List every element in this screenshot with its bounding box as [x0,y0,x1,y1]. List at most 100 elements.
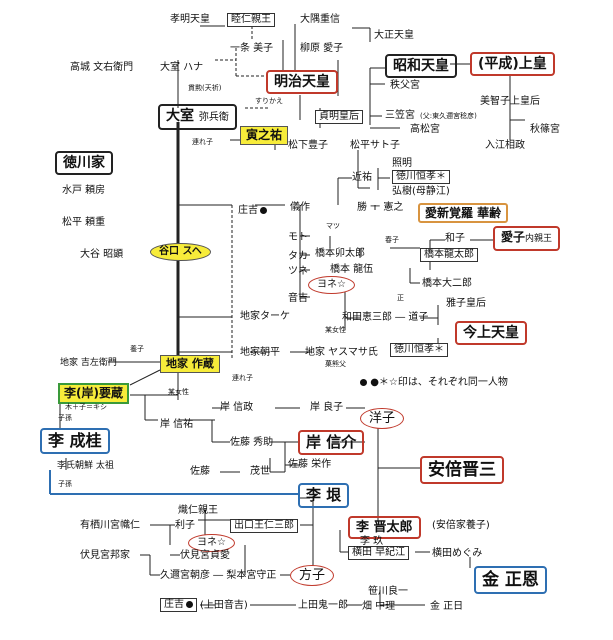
hashimoto-ryu-node: 橋本龍太郎 [420,248,478,262]
aiko-node: 愛子内親王 [493,226,561,251]
aisin-node: 愛新覚羅 華齢 [418,203,509,223]
tokugawa-tsunetaka-node-2: 徳川恒孝＊ [390,343,448,357]
kyoushi-label: 菓熊父 [325,360,346,368]
yokota-megumi-node: 横田めぐみ [432,548,483,559]
takamatsu-node: 高松宮 [410,124,440,135]
michiko2-name: 道子 [408,312,429,323]
chichibu-node: 秩父宮 [390,80,420,91]
otani-node: 大谷 昭顕 [80,249,124,260]
reigou-node: 今上天皇 [455,321,527,345]
shoumei-node: 照明 [392,158,412,169]
marker-dot [260,206,267,214]
yashiki-label: 養子 [130,345,144,353]
omuro-hana-node: 大室 ハナ [160,62,204,73]
michiko-node: 美智子上皇后 [480,96,540,107]
chike-sakuzo-node: 地家 作蔵 [160,355,220,373]
kim-node: 金 正恩 [474,566,547,594]
shokichi-node: 庄吉 [238,205,267,217]
aiko-sub: 内親王 [525,234,553,244]
riko-node: 利子 [175,520,195,531]
matsu-node: マツ [326,222,340,230]
takahito-node: 熾仁親王 [178,505,218,516]
shokichi-node-2: 庄吉 [160,598,197,612]
legend-dot [360,378,367,386]
legend-text: ●＊☆印は、それぞれ同一人物 [358,377,508,389]
takagi-node: 高城 文右衛門 [70,62,134,73]
fushimi-ke-node: 伏見宮邦家 [80,550,130,561]
aiko-name: 愛子 [501,230,526,244]
tokugawa-tsunetaka-node: 徳川恒孝＊ [392,170,450,184]
mikasa-note: (父:東久邇宮稔彦) [420,112,477,120]
legend-label: ●＊☆印は、それぞれ同一人物 [370,377,508,388]
hashimoto-daijiro-node: 橋本大二郎 [422,278,472,289]
yanagiwara-node: 柳原 愛子 [300,43,344,54]
taisho-node: 大正天皇 [374,30,414,41]
tsune-node: ツネ [288,266,308,277]
matsushita-node: 松下豊子 [288,140,328,151]
tsurego-label-2: 連れ子 [232,374,253,382]
taka-node: タカ [288,251,308,262]
shokichi2-name: 庄吉 [164,599,184,610]
bouseisei-node: 某女性 [325,326,346,334]
wada-node: 和田恵三郎 ― 道子 [342,312,429,323]
shokichi-name: 庄吉 [238,205,258,216]
surikae-label: すりかえ [255,97,283,105]
wako-node: 和子 [445,233,465,244]
mito-node: 水戸 頼房 [62,185,106,196]
otoyoshi-node: 音吉 [288,293,308,304]
komei-node: 孝明天皇 [170,14,210,25]
haruko-node: 春子 [385,236,399,244]
gisaku-node: 儀作 [290,202,310,213]
yone-node-1: ヨネ☆ [308,276,355,294]
matsuhira-node: 松平サト子 [350,140,400,151]
omuro-name: 大室 [166,108,194,124]
moto-node: モト [288,232,308,243]
sei-node: 正 [397,294,404,302]
ueda-otoyoshi-node: (上田音吉) [200,600,248,611]
ichijo-node: 一条 美子 [230,43,274,54]
abe-note-label: (安倍家養子) [432,520,490,531]
kishi-nobusuke-node: 岸 信介 [298,430,365,455]
kanbai-label: 貫勲(天祈) [188,84,222,92]
masako-node: 雅子皇后 [446,298,486,309]
taniguchi-node: 谷口 スヘ [150,243,211,261]
ohashi-node: 大隅重信 [300,14,340,25]
meiji-node: 明治天皇 [266,70,338,94]
ri-taiso-node: 李氏朝鮮 太祖 [57,461,114,471]
ueda-kiichiro-node: 上田鬼一郎 [298,600,348,611]
sato-eisaku-node: 佐藤 栄作 [288,459,332,470]
kishi-nobumasa-node: 岸 信政 [220,402,254,413]
kishi-nobusuke-father-node: 岸 信祐 [160,419,194,430]
hashimoto-ryuo-node: 橋本 龍伍 [330,264,374,275]
akishino-node: 秋篠宮 [530,124,560,135]
chikasuke-node: 近祐 [352,172,372,183]
nashimoto-name: 梨本宮守正 [226,570,277,581]
sasagawa-node: 笹川良一 [368,586,408,597]
kuni-asahiko-name: 久邇宮朝彦 [160,570,210,581]
tokugawa-node: 徳川家 [55,151,113,175]
heisei-node: (平成)上皇 [470,52,555,76]
mutsuhito-node: 睦仁親王 [227,13,275,27]
sato-hideyoshi-node: 佐藤 秀助 [230,437,274,448]
kinoko-node: 木＋子＝キシ [65,403,107,411]
yone-node-2: ヨネ☆ [188,534,235,552]
chike-kichi-node: 地家 吉左衛門 [60,358,117,368]
arisugawa-node: 有栖川宮幟仁 [80,520,140,531]
bouseisei-node-2: 某女性 [168,388,189,396]
omuro-node: 大室 弥兵衛 [158,104,237,130]
sato-node: 佐藤 [190,466,210,477]
yokota-sakie-node: 横田 早紀江 [348,546,410,560]
ri-seikei-node: 李 成桂 [40,428,110,454]
showa-node: 昭和天皇 [385,54,457,78]
chike-tomohei-node: 地家朝平 [240,347,280,358]
shigeyo-node: 茂世 [250,466,270,477]
sadako-node: 貞明皇后 [315,110,363,124]
fushimi-sada-node: 伏見宮貞愛 [180,550,230,561]
abe-node: 安倍晋三 [420,456,504,484]
toranosuke-node: 寅之祐 [240,126,289,145]
tsurego-label-1: 連れ子 [192,138,213,146]
shishi-label-2: 子孫 [58,480,72,488]
kuni-asahiko-node: 久邇宮朝彦 ― 梨本宮守正 [160,570,277,581]
